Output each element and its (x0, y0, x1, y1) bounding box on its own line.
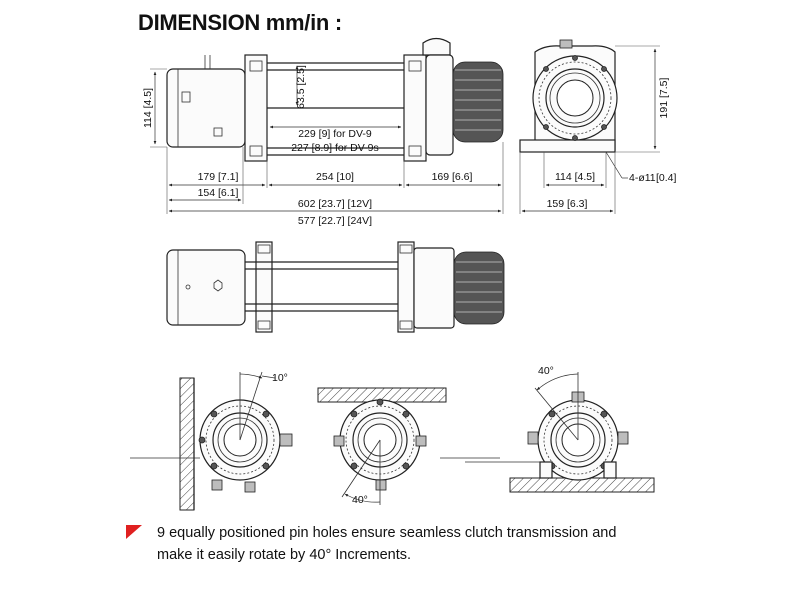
wall-mount (179, 377, 195, 511)
motor (166, 68, 246, 148)
wall-angle-label: 10° (272, 372, 288, 384)
motor-height-label: 114 [4.5] (142, 88, 154, 128)
rotation-view-wall: 10° (130, 371, 293, 511)
floor-angle-label: 40° (538, 365, 554, 377)
motor-length-2-label: 154 [6.1] (198, 187, 239, 199)
mount-holes-inch-label: [0.4] (656, 172, 677, 184)
page-title: DIMENSION mm/in : (138, 10, 342, 35)
feature-note-line-2: make it easily rotate by 40° Increments. (157, 547, 412, 563)
end-height-label: 191 [7.5] (658, 77, 670, 118)
ceiling-angle-label: 40° (352, 494, 368, 506)
total-length-12v-label: 602 [23.7] [12V] (298, 198, 372, 210)
rotation-view-floor: 40° (465, 365, 655, 493)
clutch-handle (422, 37, 451, 56)
plan-view (166, 241, 505, 333)
mount-holes-label: 4-ø11 (629, 172, 656, 184)
drum-length-dv9s-label: 227 [8.9] for DV-9s (291, 142, 379, 154)
gearbox-ribbed-end (452, 61, 504, 143)
total-length-24v-label: 577 [22.7] [24V] (298, 215, 372, 227)
base-width-label: 159 [6.3] (547, 198, 588, 210)
motor-length-label: 179 [7.1] (198, 171, 239, 183)
gearbox-length-label: 169 [6.6] (432, 171, 473, 183)
feature-note-line-1: 9 equally positioned pin holes ensure se… (157, 525, 617, 541)
drum-length-dv9-label: 229 [9] for DV-9 (298, 128, 372, 140)
frame-span-label: 254 [10] (316, 171, 354, 183)
feature-note: 9 equally positioned pin holes ensure se… (157, 522, 657, 566)
rotation-view-ceiling: 40° (317, 387, 500, 506)
side-view-top: 114 [4.5] 63.5 [2.5] 229 [9] for DV-9 22… (142, 37, 504, 227)
note-marker-icon (126, 525, 142, 539)
end-view: 191 [7.5] 114 [4.5] 4-ø11 [0.4] 159 [6.3… (519, 39, 677, 214)
bolt-spacing-label: 114 [4.5] (555, 171, 595, 183)
gearbox (425, 54, 454, 156)
drum-offset-label: 63.5 [2.5] (295, 65, 307, 109)
